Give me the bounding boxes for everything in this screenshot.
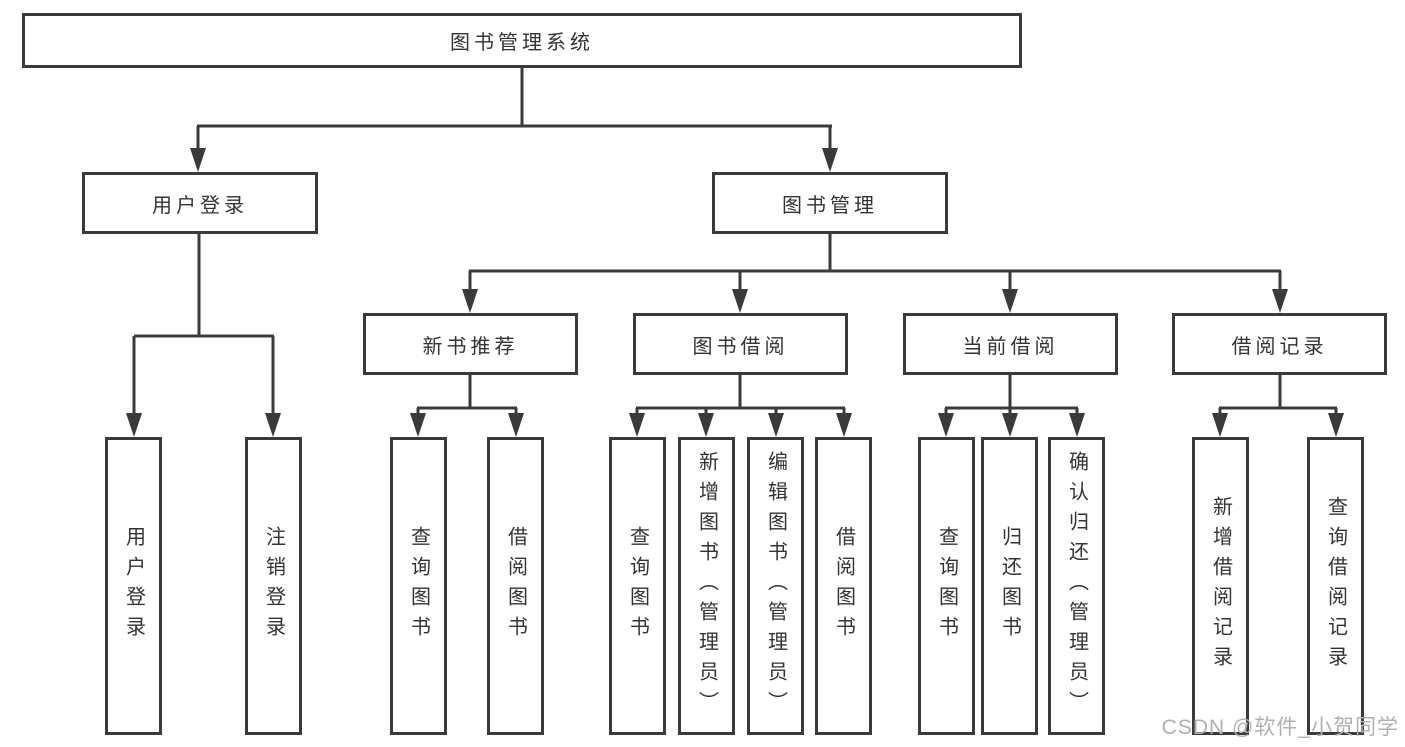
watermark-text: CSDN @软件_小贺同学 [1161,716,1399,739]
leaf-label: 查询图书 [935,526,958,646]
node-edit-books-admin: 编辑图书（管理员） [747,437,804,735]
node-user-login: 用户登录 [82,172,318,234]
leaf-label: 新增图书（管理员） [695,451,718,721]
node-confirm-return-admin: 确认归还（管理员） [1048,437,1105,735]
leaf-label: 确认归还（管理员） [1065,451,1088,721]
leaf-label: 编辑图书（管理员） [764,451,787,721]
node-current-borrow: 当前借阅 [903,313,1118,375]
tree-lines [132,68,1338,415]
node-query-books-current: 查询图书 [918,437,975,735]
leaf-label: 归还图书 [998,526,1021,646]
node-library-system: 图书管理系统 [22,13,1022,68]
node-add-borrow-record: 新增借阅记录 [1192,437,1249,735]
leaf-label: 新增借阅记录 [1209,496,1232,676]
node-query-borrow-record: 查询借阅记录 [1307,437,1364,735]
arrowheads [126,148,1344,437]
node-book-management: 图书管理 [712,172,948,234]
node-borrow-books-leaf: 借阅图书 [815,437,872,735]
leaf-label: 借阅图书 [832,526,855,646]
leaf-label: 注销登录 [262,526,285,646]
leaf-label: 查询借阅记录 [1324,496,1347,676]
node-book-borrow: 图书借阅 [633,313,848,375]
node-add-books-admin: 新增图书（管理员） [678,437,735,735]
node-borrow-books-recommend: 借阅图书 [487,437,544,735]
node-new-book-recommend: 新书推荐 [363,313,578,375]
node-query-books-recommend: 查询图书 [390,437,447,735]
node-user-login-leaf: 用户登录 [105,437,162,735]
leaf-label: 用户登录 [122,526,145,646]
leaf-label: 查询图书 [626,526,649,646]
leaf-label: 借阅图书 [504,526,527,646]
node-borrow-records: 借阅记录 [1172,313,1387,375]
leaf-label: 查询图书 [407,526,430,646]
node-logout: 注销登录 [245,437,302,735]
node-return-books: 归还图书 [981,437,1038,735]
node-query-books-borrow: 查询图书 [609,437,666,735]
